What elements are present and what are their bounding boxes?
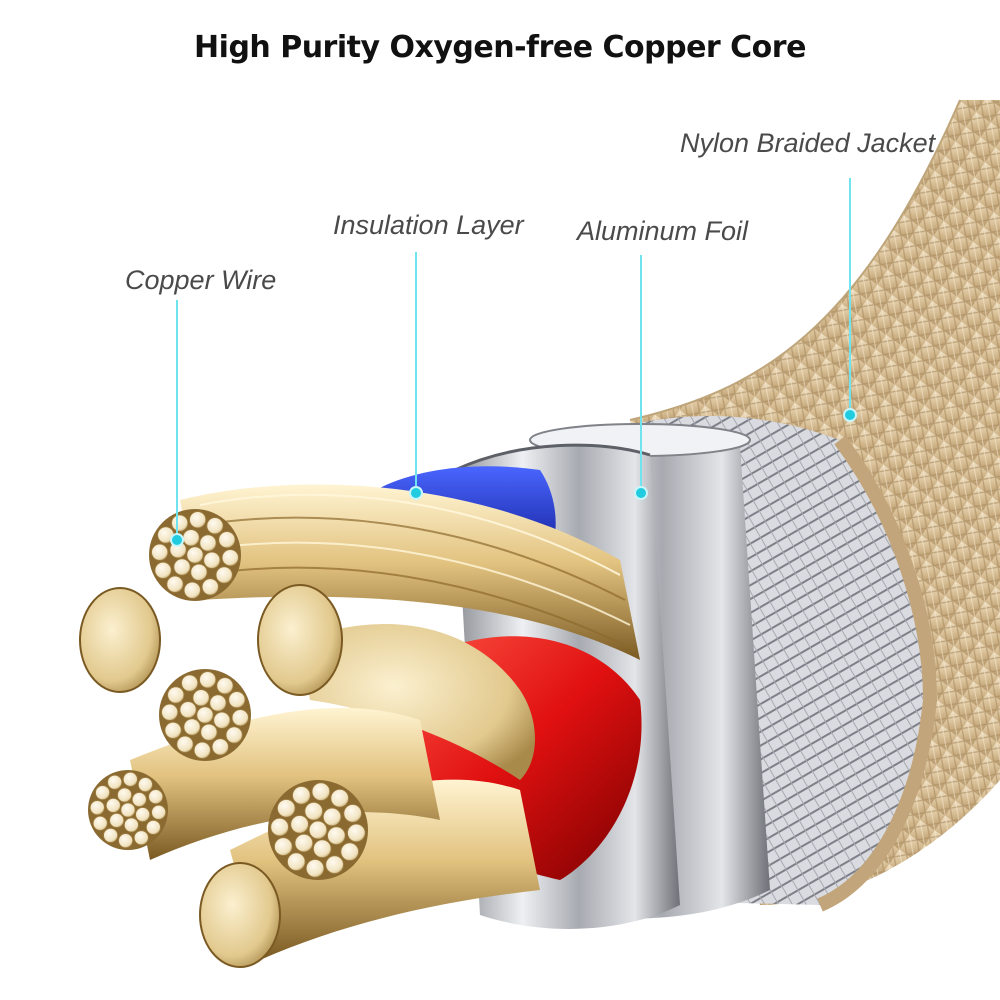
copper-strand [305, 859, 325, 878]
copper-strand [308, 820, 328, 840]
copper-rod-ends [79, 584, 343, 968]
page-title: High Purity Oxygen-free Copper Core [194, 30, 806, 65]
copper-strand [313, 839, 332, 858]
copper-strand [167, 686, 185, 704]
copper-strand [131, 792, 147, 808]
copper-strand [103, 827, 119, 843]
copper-strand [193, 741, 211, 759]
copper-strand [176, 735, 194, 753]
label-copper-wire: Copper Wire [125, 265, 277, 295]
copper-strand [118, 833, 134, 849]
copper-strand [105, 797, 121, 813]
label-insulation-layer: Insulation Layer [333, 210, 524, 240]
copper-strand [343, 804, 362, 823]
copper-strand [203, 551, 221, 569]
copper-strand [189, 511, 207, 529]
label-nylon-braided-jacket: Nylon Braided Jacket [680, 128, 936, 158]
copper-strand [183, 581, 201, 599]
copper-strand [322, 807, 342, 827]
copper-strand [325, 855, 344, 874]
copper-strand [200, 723, 218, 741]
copper-strand [199, 671, 217, 689]
copper-strand [122, 771, 138, 787]
leader-line-nylon [849, 178, 851, 416]
label-aluminum-foil: Aluminum Foil [577, 216, 749, 246]
copper-strand [340, 842, 359, 861]
leader-dot-foil [634, 486, 648, 500]
copper-strand [154, 561, 172, 579]
copper-strand [231, 709, 249, 727]
copper-strand [181, 674, 199, 692]
copper-strand [215, 566, 233, 584]
copper-strand [277, 799, 296, 818]
copper-strand [294, 833, 314, 853]
copper-strand [109, 812, 125, 828]
copper-strand [120, 802, 136, 818]
copper-strand [311, 782, 331, 801]
copper-strand [274, 837, 293, 856]
leader-line-copper [176, 300, 178, 540]
copper-strand [218, 531, 236, 549]
copper-strand [216, 677, 234, 695]
strand-bundle-ends [88, 509, 368, 880]
copper-strand [330, 789, 349, 808]
copper-strand [171, 514, 189, 532]
leader-line-foil [640, 255, 642, 493]
copper-strand [151, 804, 167, 820]
copper-strand [304, 802, 323, 821]
copper-strand [107, 774, 123, 790]
copper-strand [290, 815, 309, 834]
copper-strand [221, 549, 239, 567]
copper-strand [183, 718, 201, 736]
copper-strand [213, 711, 231, 729]
copper-strand [206, 517, 224, 535]
copper-strand [164, 721, 182, 739]
copper-strand [137, 777, 153, 793]
leader-dot-insulation [409, 486, 423, 500]
copper-strand [287, 852, 306, 871]
copper-strand [151, 543, 169, 561]
copper-strand [186, 546, 204, 564]
copper-strand [173, 558, 191, 576]
copper-strand [161, 703, 179, 721]
copper-strand [95, 785, 111, 801]
leader-dot-copper [170, 533, 184, 547]
copper-strand [225, 726, 243, 744]
copper-strand [201, 578, 219, 596]
copper-strand [123, 817, 139, 833]
copper-strand [228, 691, 246, 709]
copper-strand [209, 694, 227, 712]
copper-strand [89, 800, 105, 816]
copper-strand [199, 534, 217, 552]
copper-strand [211, 738, 229, 756]
copper-strand [347, 823, 366, 843]
copper-strands-upper [180, 484, 640, 660]
copper-strand [92, 815, 108, 831]
copper-strand [148, 789, 164, 805]
copper-strand [117, 787, 133, 803]
copper-strand [135, 807, 151, 823]
copper-strand [192, 689, 210, 707]
copper-strand [327, 826, 346, 845]
leader-line-insulation [415, 252, 417, 490]
copper-strand [166, 575, 184, 593]
copper-strand [133, 830, 149, 846]
copper-strand [179, 701, 197, 719]
copper-strand [145, 819, 161, 835]
copper-strand [292, 786, 311, 805]
copper-strand [190, 563, 208, 581]
leader-dot-nylon [843, 408, 857, 422]
copper-strand [182, 529, 200, 547]
copper-strand [196, 706, 214, 724]
copper-strand [270, 817, 289, 837]
